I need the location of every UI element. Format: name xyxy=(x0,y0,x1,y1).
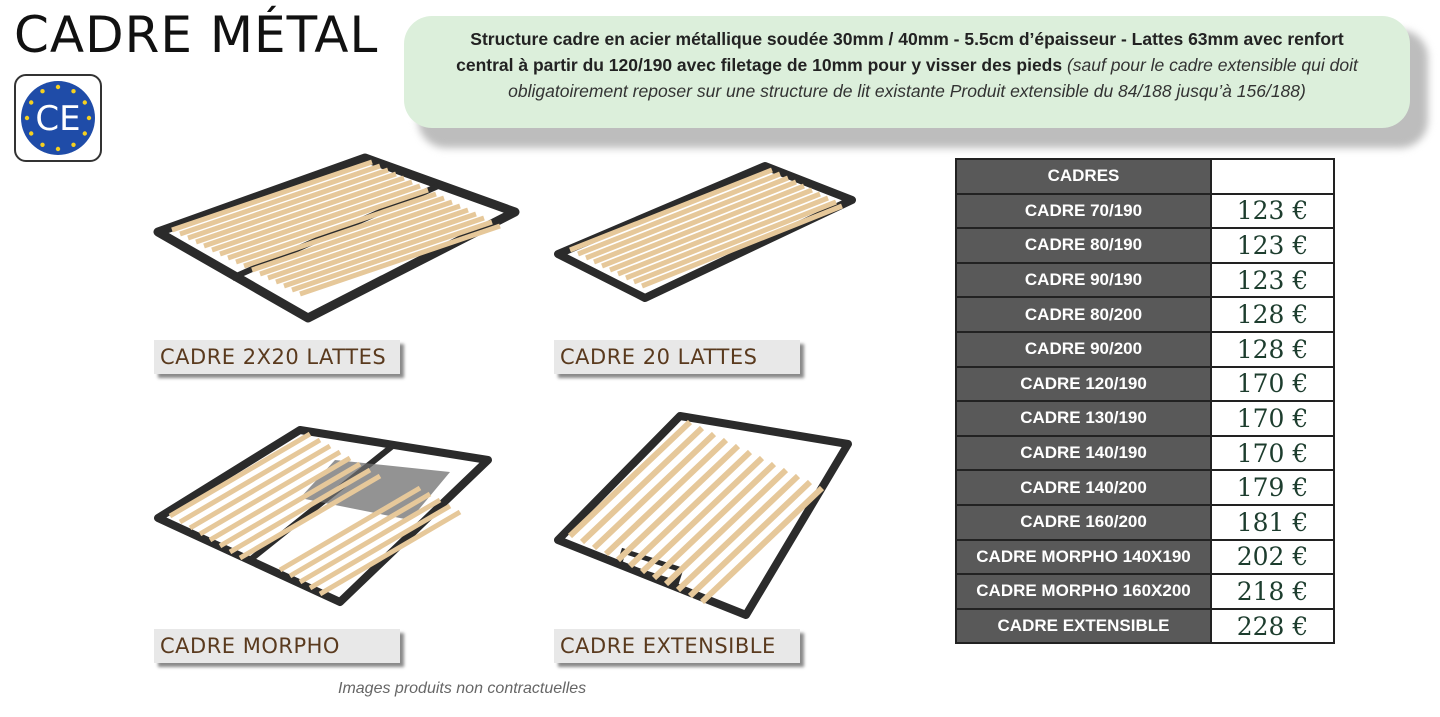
description-italic-note: (sauf pour le cadre extensible qui doit … xyxy=(508,55,1358,101)
row-name: CADRE 90/200 xyxy=(955,330,1212,368)
row-name: CADRE MORPHO 160X200 xyxy=(955,573,1212,610)
row-name: CADRE 70/190 xyxy=(955,192,1212,230)
row-price: 179 € xyxy=(1210,469,1335,506)
row-price: 202 € xyxy=(1210,538,1335,576)
ce-mark-text: CE xyxy=(35,99,80,139)
row-price: 170 € xyxy=(1210,434,1335,472)
row-name: CADRE 160/200 xyxy=(955,503,1212,541)
row-price: 128 € xyxy=(1210,296,1335,333)
row-name: CADRE 80/190 xyxy=(955,227,1212,264)
row-price: 123 € xyxy=(1210,227,1335,264)
row-price: 123 € xyxy=(1210,192,1335,230)
row-price: 228 € xyxy=(1210,607,1335,645)
price-table-header-row: CADRES xyxy=(955,158,1335,195)
double-slatted-frame-image xyxy=(153,153,520,323)
row-name: CADRE 90/190 xyxy=(955,261,1212,299)
row-name: CADRE 140/200 xyxy=(955,469,1212,506)
page-title: CADRE MÉTAL xyxy=(14,6,379,64)
single-slatted-frame-image xyxy=(554,162,856,302)
description-bold-line-1: Structure cadre en acier métallique soud… xyxy=(470,29,1344,49)
row-name: CADRE 80/200 xyxy=(955,296,1212,333)
row-price: 128 € xyxy=(1210,330,1335,368)
morpho-frame-image xyxy=(154,426,492,606)
row-name: CADRE 120/190 xyxy=(955,365,1212,403)
row-price: 170 € xyxy=(1210,365,1335,403)
row-name: CADRE MORPHO 140X190 xyxy=(955,538,1212,576)
disclaimer-note: Images produits non contractuelles xyxy=(338,680,587,697)
row-price: 181 € xyxy=(1210,503,1335,541)
price-table-header: CADRES xyxy=(955,158,1212,195)
extensible-frame-image xyxy=(554,412,852,619)
product-label-extensible: CADRE EXTENSIBLE xyxy=(554,629,800,663)
row-name: CADRE EXTENSIBLE xyxy=(955,607,1212,645)
row-price: 123 € xyxy=(1210,261,1335,299)
description-bold-line-2: central à partir du 120/190 avec filetag… xyxy=(456,55,1063,75)
row-price: 218 € xyxy=(1210,573,1335,610)
product-description: Structure cadre en acier métallique soud… xyxy=(404,16,1410,128)
row-name: CADRE 130/190 xyxy=(955,400,1212,437)
row-name: CADRE 140/190 xyxy=(955,434,1212,472)
row-price: 170 € xyxy=(1210,400,1335,437)
product-label-20-lattes: CADRE 20 LATTES xyxy=(554,340,800,374)
product-label-morpho: CADRE MORPHO xyxy=(154,629,400,663)
product-label-2x20: CADRE 2X20 LATTES xyxy=(154,340,400,374)
ce-certification-logo: CE xyxy=(14,74,102,162)
price-table-header-empty xyxy=(1210,158,1335,195)
